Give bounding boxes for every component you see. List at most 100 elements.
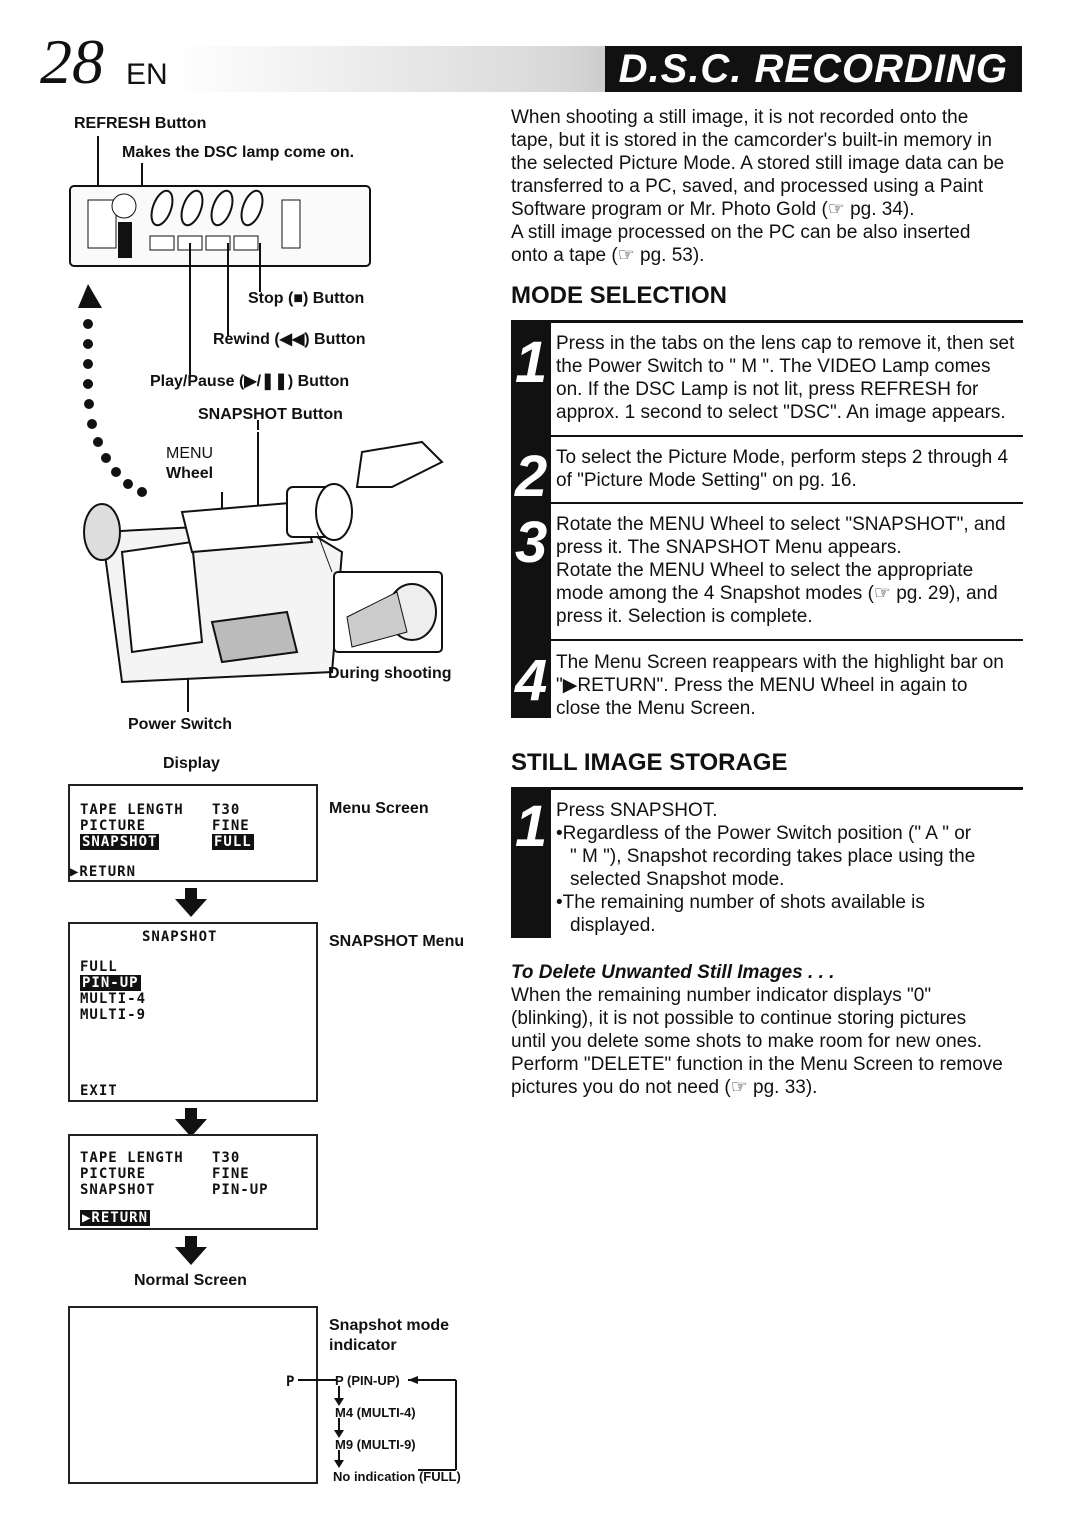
intro-paragraph: When shooting a still image, it is not r…: [511, 106, 1025, 267]
dsc-lamp-label: Makes the DSC lamp come on.: [122, 144, 355, 161]
step-4-text: The Menu Screen reappears with the highl…: [556, 651, 1026, 720]
down-arrow-icon: [185, 1108, 197, 1120]
play-pause-button-label: Play/Pause (▶/❚❚) Button: [150, 373, 350, 390]
snapshot-menu-label: SNAPSHOT Menu: [329, 933, 465, 950]
stop-button-label: Stop (■) Button: [248, 290, 365, 307]
still-image-storage-heading: STILL IMAGE STORAGE: [511, 749, 788, 776]
intro-line: the selected Picture Mode. A stored stil…: [511, 153, 1005, 174]
down-arrow-icon: [185, 1236, 197, 1248]
step-line: •Regardless of the Power Switch position…: [556, 823, 972, 844]
snapshot-button-label: SNAPSHOT Button: [198, 406, 343, 423]
step-rule: [551, 502, 1023, 504]
indicator-full: No indication (FULL): [333, 1469, 461, 1484]
normal-screen-display: P: [68, 1306, 318, 1484]
step-number-2: 2: [515, 444, 548, 509]
snapshot-option-pin-up: PIN-UP: [80, 975, 141, 991]
delete-paragraph: When the remaining number indicator disp…: [511, 984, 1025, 1099]
step-number-1: 1: [515, 330, 548, 395]
menu-screen-display: TAPE LENGTH T30 PICTURE FINE SNAPSHOT FU…: [68, 784, 318, 882]
menu-row-tape-length: TAPE LENGTH: [80, 802, 184, 818]
step-line: on. If the DSC Lamp is not lit, press RE…: [556, 379, 979, 400]
delete-line: (blinking), it is not possible to contin…: [511, 1008, 967, 1029]
step-number-3: 3: [515, 510, 548, 575]
menu-value-picture: FINE: [212, 1166, 250, 1182]
step-line: mode among the 4 Snapshot modes (☞ pg. 2…: [556, 583, 998, 604]
step-line: selected Snapshot mode.: [570, 869, 785, 890]
step-line: approx. 1 second to select "DSC". An ima…: [556, 402, 1006, 423]
step-number-4: 4: [515, 648, 548, 713]
intro-line: A still image processed on the PC can be…: [511, 222, 971, 243]
snapshot-mode-indicator-label-2: indicator: [329, 1337, 397, 1354]
indicator-cycle-arrows: [298, 1376, 457, 1471]
step-line: Rotate the MENU Wheel to select "SNAPSHO…: [556, 514, 1006, 535]
step-line: displayed.: [570, 915, 656, 936]
delete-line: Perform "DELETE" function in the Menu Sc…: [511, 1054, 1003, 1075]
step-line: Press in the tabs on the lens cap to rem…: [556, 333, 1015, 354]
menu-row-snapshot: SNAPSHOT: [80, 1182, 156, 1198]
delete-line: until you delete some shots to make room…: [511, 1031, 983, 1052]
step-rule: [551, 639, 1023, 641]
delete-heading: To Delete Unwanted Still Images . . .: [511, 962, 835, 983]
step-line: press it. The SNAPSHOT Menu appears.: [556, 537, 902, 558]
step-line: •The remaining number of shots available…: [556, 892, 925, 913]
step-line: Rotate the MENU Wheel to select the appr…: [556, 560, 974, 581]
normal-screen-label: Normal Screen: [134, 1272, 247, 1289]
storage-step-number-1: 1: [515, 794, 548, 859]
delete-line: pictures you do not need (☞ pg. 33).: [511, 1077, 818, 1098]
snapshot-mode-indicator-label-1: Snapshot mode: [329, 1317, 450, 1334]
section-rule: [511, 320, 1023, 323]
camcorder-illustration: [78, 284, 444, 712]
step-3-text: Rotate the MENU Wheel to select "SNAPSHO…: [556, 513, 1026, 628]
page-number: 28: [40, 26, 104, 97]
snapshot-exit: EXIT: [80, 1083, 118, 1099]
down-arrow-head-icon: [175, 1247, 207, 1265]
menu-value-snapshot: PIN-UP: [212, 1182, 269, 1198]
step-line: "▶RETURN". Press the MENU Wheel in again…: [556, 675, 968, 696]
indicator-pin-up: P (PIN-UP): [335, 1373, 400, 1388]
down-arrow-head-icon: [175, 1119, 207, 1137]
snapshot-mode-indicator: P: [286, 1374, 296, 1390]
menu-screen-label: Menu Screen: [329, 800, 429, 817]
menu-wheel-label-1: MENU: [166, 445, 214, 462]
steps-bar: [511, 323, 551, 718]
delete-line: When the remaining number indicator disp…: [511, 985, 932, 1006]
intro-line: onto a tape (☞ pg. 53).: [511, 245, 705, 266]
menu-screen-updated-display: TAPE LENGTH T30 PICTURE FINE SNAPSHOT PI…: [68, 1134, 318, 1230]
language-code: EN: [126, 58, 168, 91]
menu-return: ▶RETURN: [70, 864, 137, 880]
power-switch-label: Power Switch: [128, 716, 233, 733]
indicator-multi-4: M4 (MULTI-4): [335, 1405, 416, 1420]
step-line: " M "), Snapshot recording takes place u…: [570, 846, 976, 867]
down-arrow-icon: [185, 888, 197, 900]
page-title: D.S.C. RECORDING: [604, 46, 1022, 92]
down-arrow-head-icon: [175, 899, 207, 917]
display-label: Display: [163, 755, 220, 772]
intro-line: Software program or Mr. Photo Gold (☞ pg…: [511, 199, 915, 220]
menu-wheel-label-2: Wheel: [166, 465, 214, 482]
intro-line: When shooting a still image, it is not r…: [511, 107, 969, 128]
menu-row-picture: PICTURE: [80, 1166, 147, 1182]
storage-step-text: Press SNAPSHOT. •Regardless of the Power…: [556, 799, 1026, 937]
menu-row-snapshot-highlight: SNAPSHOT: [80, 834, 160, 850]
step-line: To select the Picture Mode, perform step…: [556, 447, 1009, 468]
menu-value-tape-length: T30: [212, 802, 241, 818]
menu-value-tape-length: T30: [212, 1150, 241, 1166]
indicator-multi-9: M9 (MULTI-9): [335, 1437, 416, 1452]
menu-value-snapshot-highlight: FULL: [212, 834, 254, 850]
menu-return-highlight: ▶RETURN: [80, 1210, 151, 1226]
step-1-text: Press in the tabs on the lens cap to rem…: [556, 332, 1026, 424]
during-shooting-label: During shooting: [328, 665, 452, 682]
snapshot-option-full: FULL: [80, 959, 118, 975]
snapshot-option-multi-9: MULTI-9: [80, 1007, 147, 1023]
intro-line: tape, but it is stored in the camcorder'…: [511, 130, 992, 151]
refresh-button-label: REFRESH Button: [74, 115, 207, 132]
step-line: of "Picture Mode Setting" on pg. 16.: [556, 470, 857, 491]
snapshot-menu-display: SNAPSHOT FULL PIN-UP MULTI-4 MULTI-9 EXI…: [68, 922, 318, 1102]
menu-row-tape-length: TAPE LENGTH: [80, 1150, 184, 1166]
steps-bar: [511, 790, 551, 938]
snapshot-menu-title: SNAPSHOT: [142, 929, 218, 945]
step-rule: [551, 435, 1023, 437]
step-line: Press SNAPSHOT.: [556, 800, 718, 821]
rewind-button-label: Rewind (◀◀) Button: [213, 331, 366, 348]
step-line: the Power Switch to " M ". The VIDEO Lam…: [556, 356, 991, 377]
